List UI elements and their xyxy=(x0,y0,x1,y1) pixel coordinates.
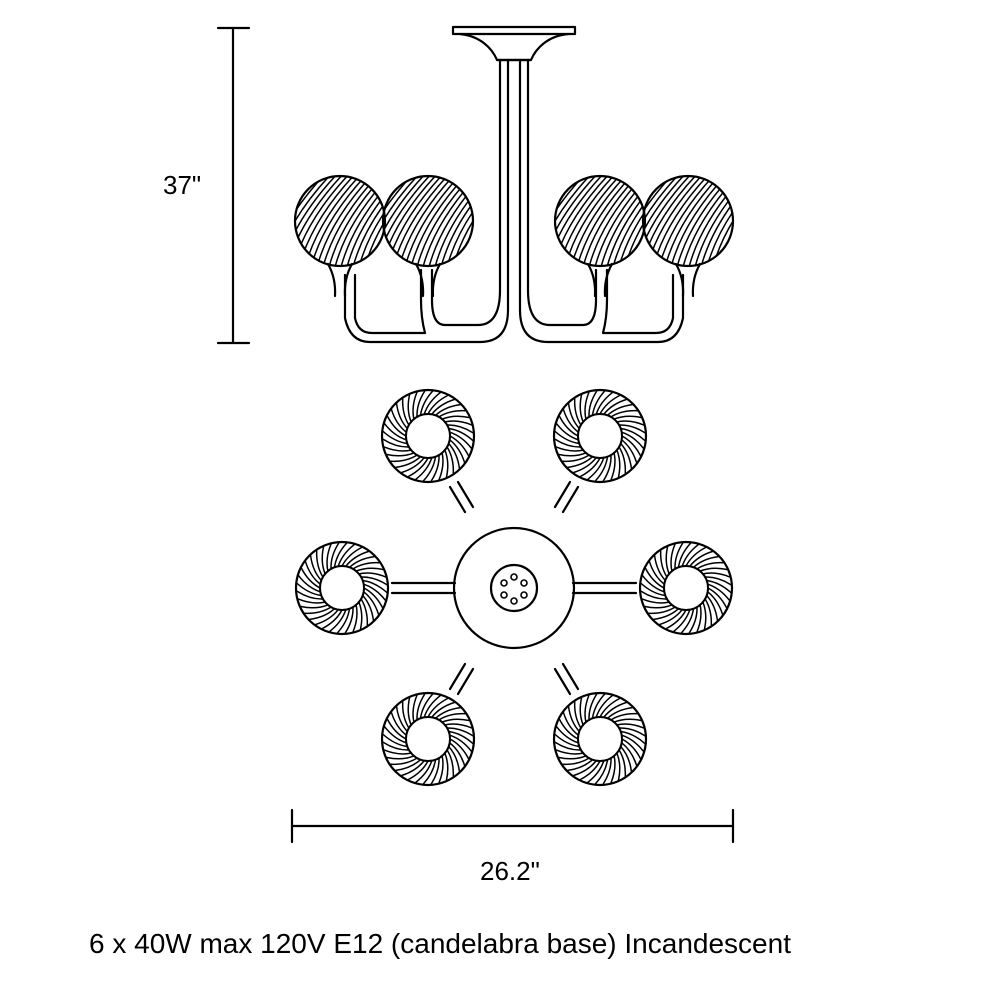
side-globes xyxy=(293,174,735,298)
plan-globe xyxy=(380,388,476,484)
width-dimension-label: 26.2" xyxy=(480,856,540,886)
plan-arms xyxy=(390,480,638,696)
side-globe xyxy=(553,174,647,298)
plan-globe xyxy=(638,540,734,636)
plan-view xyxy=(294,388,734,787)
center-stem xyxy=(498,58,530,312)
plan-globe xyxy=(552,691,648,787)
mounting-holes xyxy=(500,573,528,605)
plan-canopy xyxy=(452,526,576,650)
side-globe xyxy=(293,174,387,298)
ceiling-canopy xyxy=(451,25,577,62)
height-dimension-label: 37" xyxy=(163,170,202,200)
plan-globe xyxy=(294,540,390,636)
arms xyxy=(343,268,685,344)
plan-globe xyxy=(552,388,648,484)
height-dimension-line xyxy=(216,26,251,345)
width-dimension-line xyxy=(290,808,735,844)
plan-globe xyxy=(380,691,476,787)
side-elevation-view xyxy=(293,25,735,344)
bulb-specifications: 6 x 40W max 120V E12 (candelabra base) I… xyxy=(89,928,791,959)
plan-globes xyxy=(294,388,734,787)
